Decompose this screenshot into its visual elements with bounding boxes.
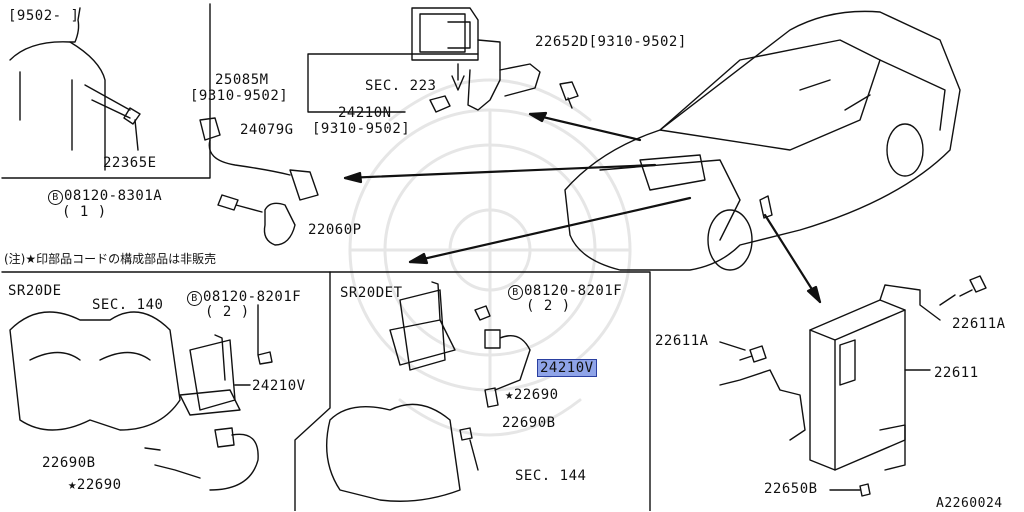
part-label-22690-a[interactable]: ★22690: [68, 477, 122, 493]
inset-frame-sr20de: [2, 272, 330, 511]
drawing-number: A2260024: [936, 496, 1003, 511]
part-label-25085M[interactable]: 25085M: [215, 72, 269, 88]
highlight-box: 24210V: [537, 359, 597, 377]
ecu-illustration: [235, 276, 986, 496]
sr20de-manifold-illustration: [10, 305, 272, 490]
map-sensor-bracket-illustration: [412, 8, 578, 112]
part-label-24210V-b-highlighted[interactable]: 24210V: [537, 359, 597, 377]
part-label-22365E[interactable]: 22365E: [103, 155, 157, 171]
engine-title-sr20det: SR20DET: [340, 285, 403, 301]
part-label-22611A-right[interactable]: 22611A: [952, 316, 1006, 332]
range-label-9502: [9502- ]: [8, 8, 80, 24]
watermark-emblem: [350, 80, 630, 435]
section-ref-144[interactable]: SEC. 144: [515, 468, 587, 484]
bolt-part-number: 08120-8201F: [524, 283, 623, 299]
part-label-24210V-a[interactable]: 24210V: [252, 378, 306, 394]
intake-hose-illustration: [10, 8, 140, 170]
note-text: (注)★印部品コードの構成部品は非販売: [4, 252, 217, 266]
bolt-part-number: 08120-8301A: [64, 188, 163, 204]
bolt-b-icon: B: [508, 285, 523, 300]
part-label-22060P[interactable]: 22060P: [308, 222, 362, 238]
part-label-22652D[interactable]: 22652D[9310-9502]: [535, 34, 687, 50]
inset-frame-sr20det: [330, 272, 650, 511]
section-ref-140[interactable]: SEC. 140: [92, 297, 164, 313]
bolt-b-icon: B: [48, 190, 63, 205]
engine-title-sr20de: SR20DE: [8, 283, 62, 299]
inset-frame-top-left: [2, 4, 210, 178]
qty-label-2-b: ( 2 ): [526, 298, 571, 314]
part-label-22690B-b[interactable]: 22690B: [502, 415, 556, 431]
sr20det-assembly-illustration: [327, 282, 530, 501]
range-label-25085M: [9310-9502]: [190, 88, 289, 104]
leader-arrows: [345, 113, 820, 302]
range-label-24210N: [9310-9502]: [312, 121, 411, 137]
callout-bracket-25085M: [308, 54, 478, 112]
qty-label-2-a: ( 2 ): [205, 304, 250, 320]
car-illustration: [565, 11, 960, 270]
part-label-24210N[interactable]: 24210N: [338, 105, 392, 121]
qty-label-1: ( 1 ): [62, 204, 107, 220]
part-label-22690-b[interactable]: ★22690: [505, 387, 559, 403]
part-label-22690B-a[interactable]: 22690B: [42, 455, 96, 471]
part-label-22611A-left[interactable]: 22611A: [655, 333, 709, 349]
part-label-22611[interactable]: 22611: [934, 365, 979, 381]
bolt-part-number: 08120-8201F: [203, 289, 302, 305]
bolt-b-icon: B: [187, 291, 202, 306]
knock-sensor-harness-illustration: [200, 118, 318, 245]
part-label-24079G[interactable]: 24079G: [240, 122, 294, 138]
part-label-22650B[interactable]: 22650B: [764, 481, 818, 497]
section-ref-223[interactable]: SEC. 223: [365, 78, 437, 94]
